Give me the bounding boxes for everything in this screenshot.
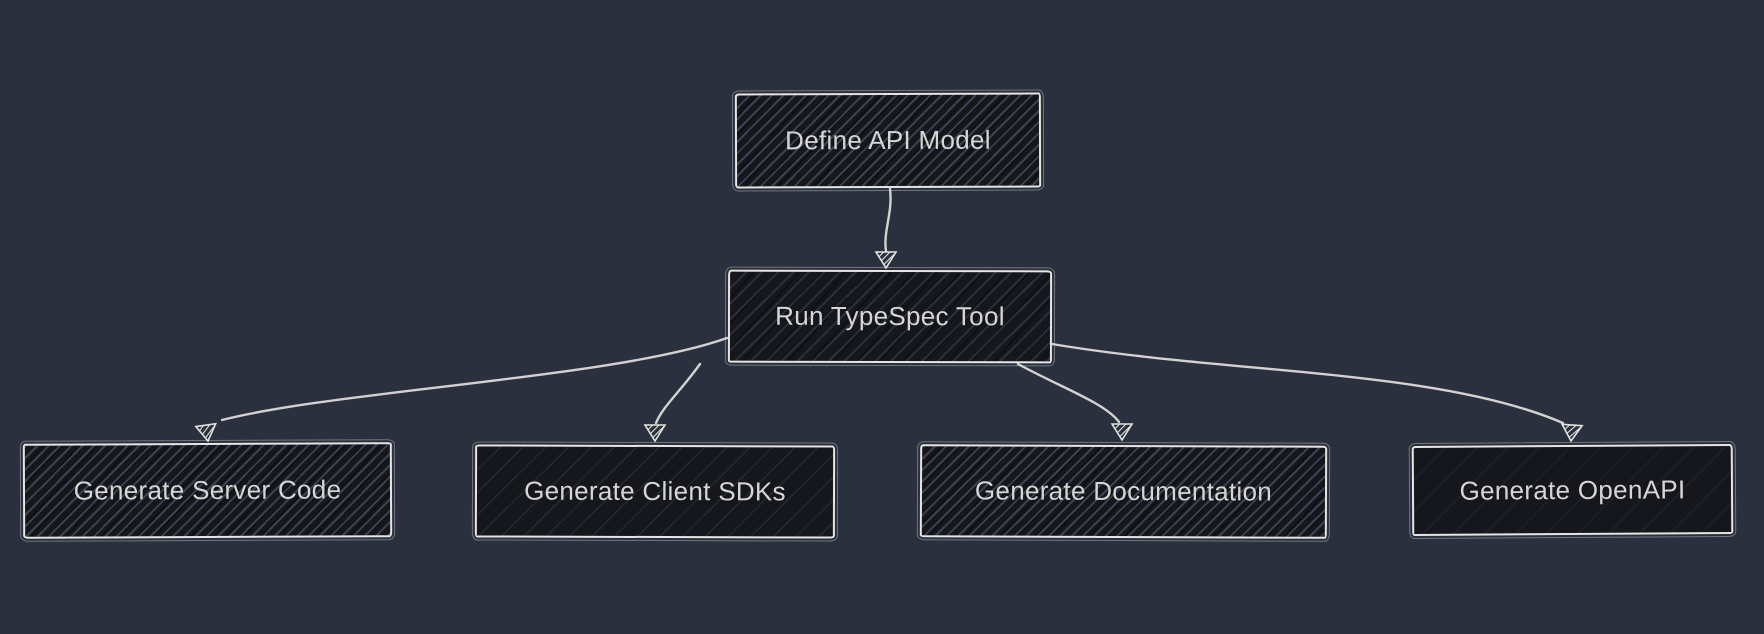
node-generate-client-sdks: Generate Client SDKs bbox=[471, 441, 839, 542]
node-label: Generate Server Code bbox=[73, 474, 342, 506]
node-generate-documentation: Generate Documentation bbox=[916, 441, 1331, 542]
node-generate-openapi: Generate OpenAPI bbox=[1408, 440, 1737, 540]
arrowhead-icon bbox=[874, 251, 898, 270]
edge-run-to-documentation bbox=[1016, 362, 1134, 442]
node-generate-server-code: Generate Server Code bbox=[19, 439, 396, 542]
arrowhead-icon bbox=[1560, 423, 1584, 443]
arrowhead-icon bbox=[643, 424, 667, 443]
arrowhead-icon bbox=[194, 422, 217, 443]
edge-define-to-run bbox=[874, 187, 898, 270]
edge-run-to-client-sdks bbox=[643, 362, 702, 443]
node-label: Run TypeSpec Tool bbox=[775, 300, 1005, 332]
node-label: Generate Client SDKs bbox=[524, 475, 786, 507]
arrowhead-icon bbox=[1110, 423, 1134, 442]
node-run-typespec-tool: Run TypeSpec Tool bbox=[724, 266, 1056, 367]
node-label: Generate OpenAPI bbox=[1459, 473, 1686, 506]
node-label: Generate Documentation bbox=[974, 475, 1273, 507]
node-label: Define API Model bbox=[785, 124, 991, 156]
node-define-api-model: Define API Model bbox=[731, 89, 1045, 192]
edge-run-to-openapi bbox=[1050, 342, 1584, 443]
edge-run-to-server-code bbox=[194, 336, 729, 443]
